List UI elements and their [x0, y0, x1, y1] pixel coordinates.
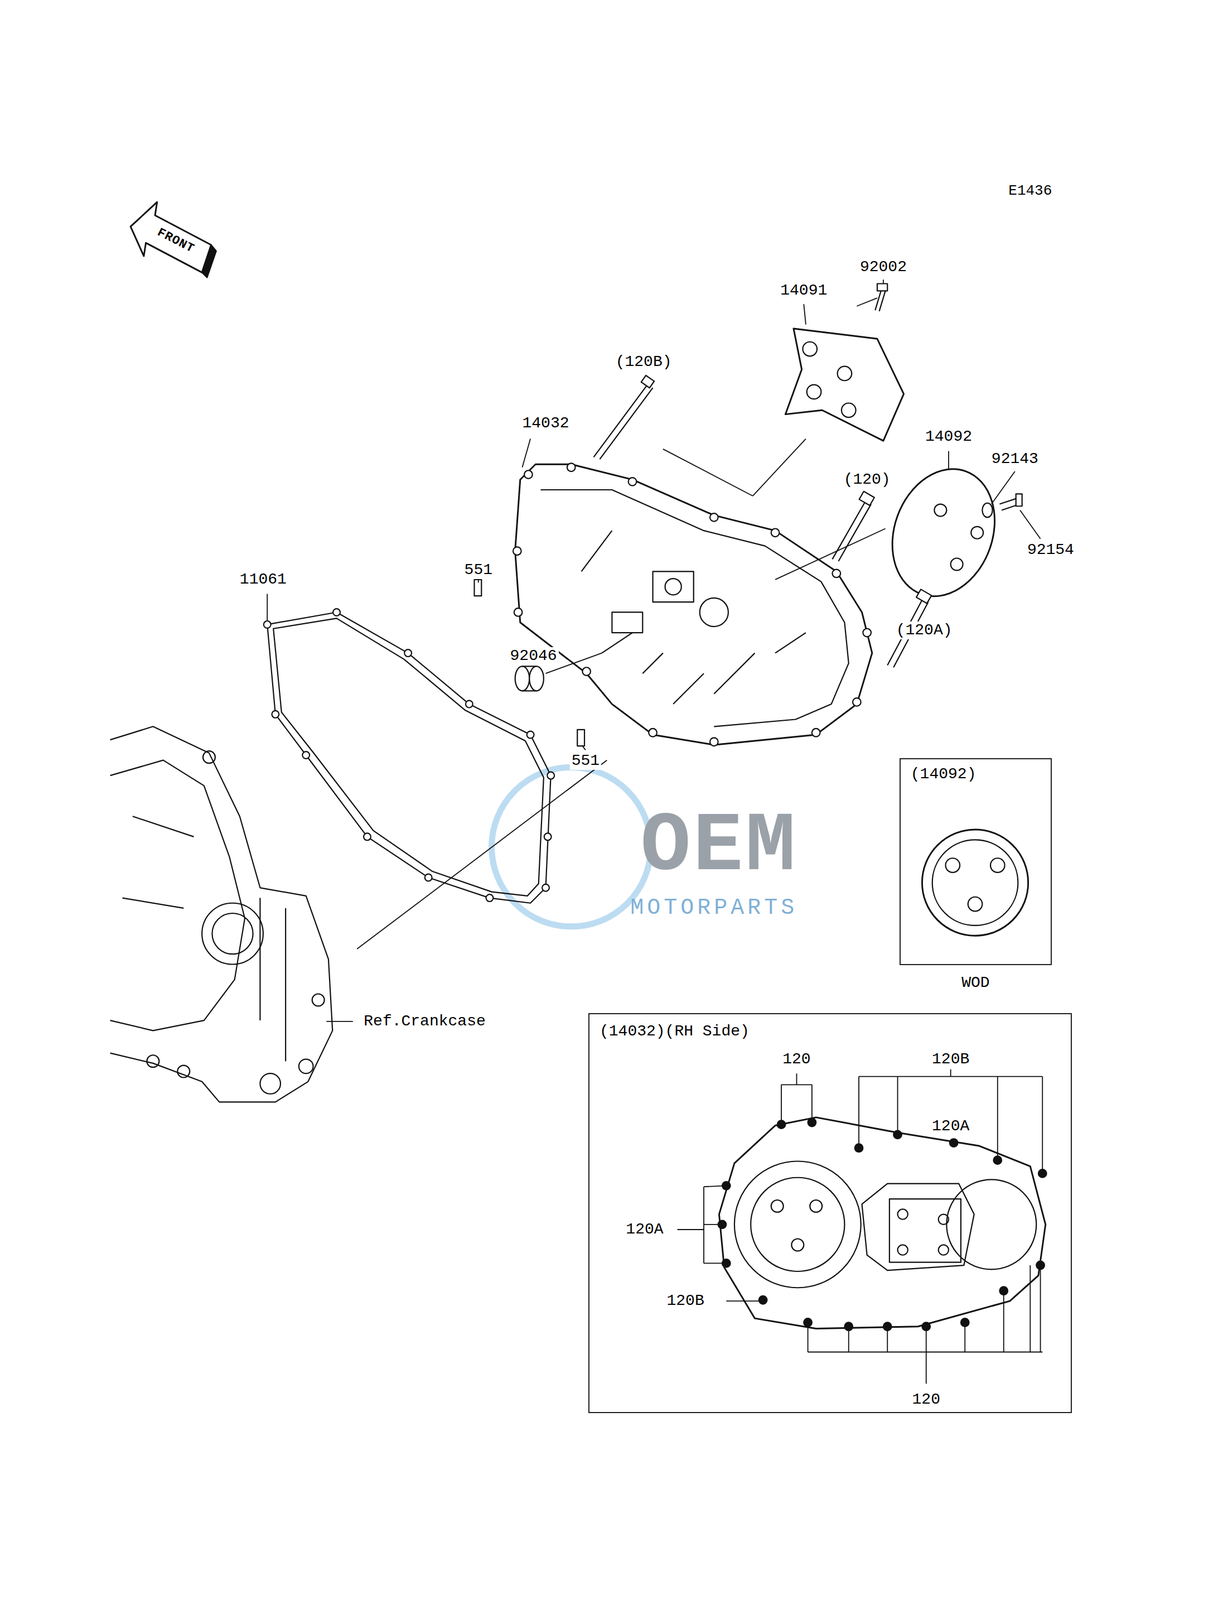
- crankcase: [110, 726, 333, 1102]
- callout-number: 92143: [989, 450, 1041, 468]
- callout-number: 120: [780, 1050, 812, 1068]
- callout-number: 92002: [858, 258, 909, 277]
- inset-round-cover: [921, 829, 1028, 936]
- callout-number: 92154: [1025, 540, 1076, 559]
- inset-title: (14032)(RH Side): [597, 1022, 752, 1041]
- callout-number: (120A): [894, 621, 955, 640]
- fasteners: [474, 283, 1022, 747]
- watermark: OEM: [638, 803, 800, 890]
- leader-lines: [267, 279, 1041, 1022]
- watermark: MOTORPARTS: [628, 895, 800, 921]
- watermark-globe: [491, 766, 651, 926]
- callout-number: 551: [462, 561, 495, 579]
- inset-cover: [677, 1069, 1047, 1384]
- callout-number: 92046: [508, 646, 559, 665]
- callout-number: 551: [569, 751, 602, 770]
- callout-number: 11061: [238, 570, 289, 589]
- front-arrow: [130, 201, 211, 273]
- round-cover: [875, 454, 1012, 611]
- plate: [785, 328, 904, 441]
- inset-caption: WOD: [959, 974, 992, 993]
- callout-number: (120): [842, 470, 893, 489]
- front-arrow-shadow: [201, 244, 217, 278]
- callout-number: 14032: [520, 414, 572, 433]
- callout-number: (120B): [614, 353, 674, 371]
- callout-number: 120A: [930, 1117, 971, 1135]
- callout-number: 120: [910, 1390, 942, 1409]
- callout-number: 120B: [930, 1050, 971, 1068]
- reference-label: Ref.Crankcase: [361, 1012, 487, 1031]
- figure-code: E1436: [1006, 182, 1054, 200]
- callout-number: 120A: [624, 1220, 665, 1239]
- callout-number: 14091: [778, 281, 829, 300]
- inset-box: (14092)WOD: [899, 757, 1052, 965]
- inset-title: (14092): [909, 765, 979, 783]
- cover: [513, 462, 873, 746]
- inset-box: (14032)(RH Side): [588, 1012, 1072, 1413]
- callout-number: 14092: [923, 427, 974, 446]
- callout-number: 120B: [664, 1291, 706, 1310]
